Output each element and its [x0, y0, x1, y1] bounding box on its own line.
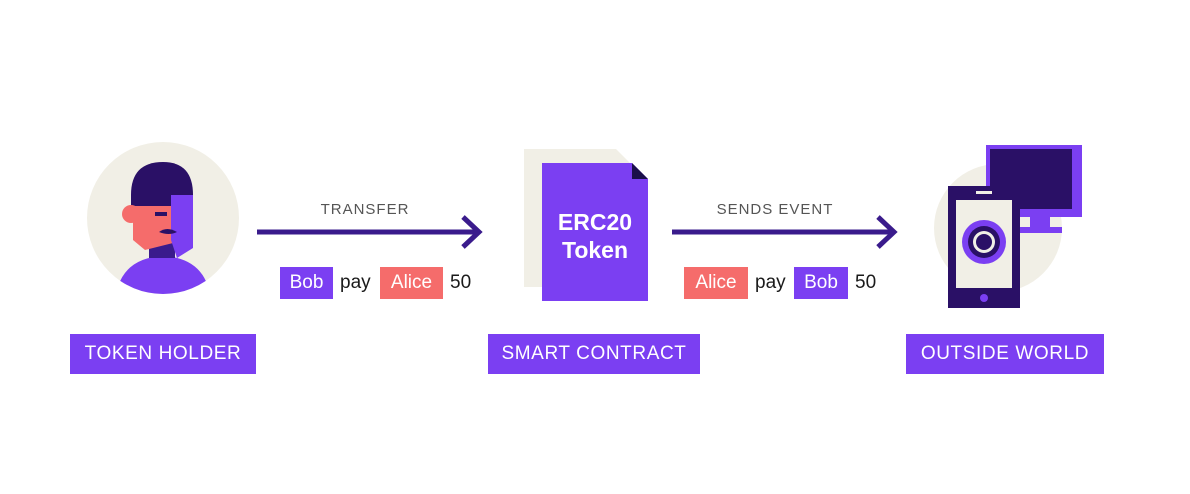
token-holder-illustration — [87, 142, 239, 294]
outside-world-label: OUTSIDE WORLD — [906, 334, 1104, 374]
document-title-line2: Token — [561, 237, 629, 263]
outside-world-illustration — [934, 145, 1082, 308]
sends-event-label: SENDS EVENT — [716, 201, 834, 218]
transfer-arrow — [257, 215, 483, 249]
phone-icon — [948, 186, 1020, 308]
document-shape — [542, 163, 648, 301]
transfer-verb: pay — [340, 272, 371, 293]
transfer-label: TRANSFER — [320, 201, 410, 218]
transfer-to-chip: Alice — [380, 267, 443, 299]
transfer-from-chip: Bob — [280, 267, 333, 299]
erc20-document-illustration — [524, 149, 648, 301]
token-holder-label: TOKEN HOLDER — [70, 334, 256, 374]
smart-contract-label: SMART CONTRACT — [488, 334, 700, 374]
event-from-chip: Alice — [684, 267, 748, 299]
event-verb: pay — [755, 272, 786, 293]
sends-event-arrow — [672, 215, 898, 249]
document-title-line1: ERC20 — [557, 209, 633, 235]
event-amount: 50 — [855, 272, 877, 293]
event-to-chip: Bob — [794, 267, 848, 299]
transfer-amount: 50 — [450, 272, 472, 293]
